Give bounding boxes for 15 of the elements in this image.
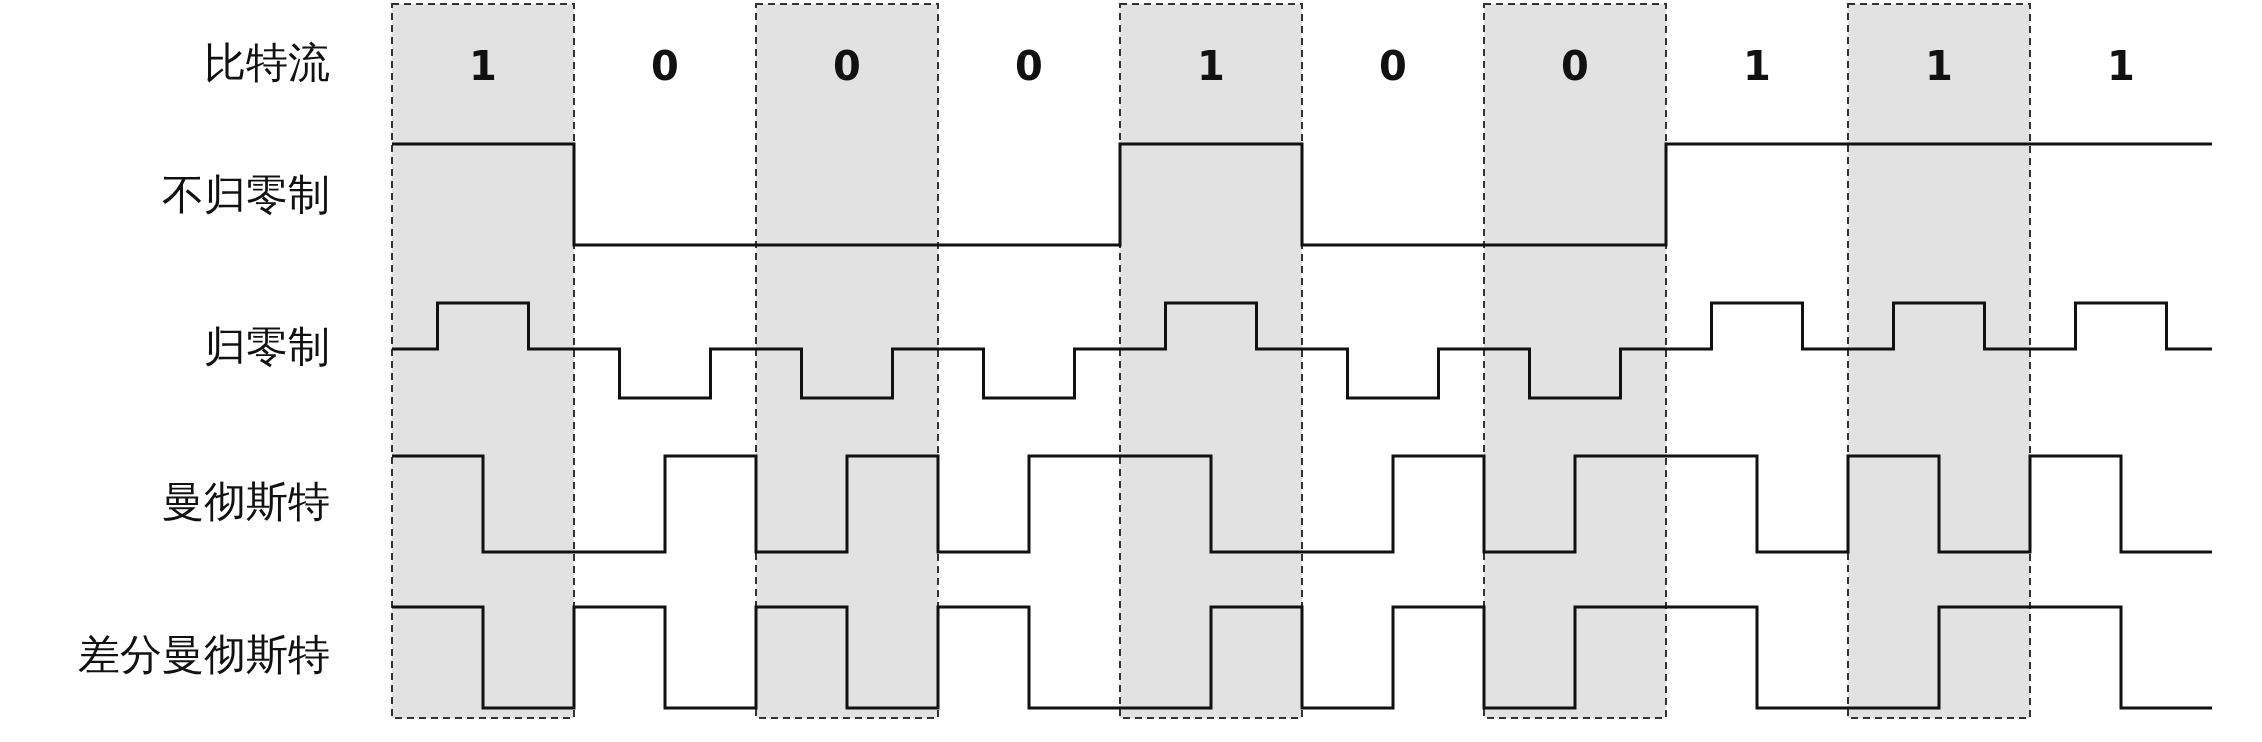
bit-value: 0: [1378, 46, 1408, 86]
bit-value: 1: [1742, 46, 1772, 86]
bit-value: 0: [1560, 46, 1590, 86]
bit-value: 1: [1196, 46, 1226, 86]
row-label: 差分曼彻斯特: [78, 634, 330, 676]
bit-value: 0: [832, 46, 862, 86]
row-label: 归零制: [204, 326, 330, 368]
bit-value: 1: [2106, 46, 2136, 86]
bit-value: 1: [1924, 46, 1954, 86]
bit-value: 0: [650, 46, 680, 86]
row-label: 不归零制: [162, 174, 330, 216]
bit-value: 0: [1014, 46, 1044, 86]
row-label: 比特流: [204, 42, 330, 84]
row-label: 曼彻斯特: [162, 481, 330, 523]
bit-value: 1: [468, 46, 498, 86]
